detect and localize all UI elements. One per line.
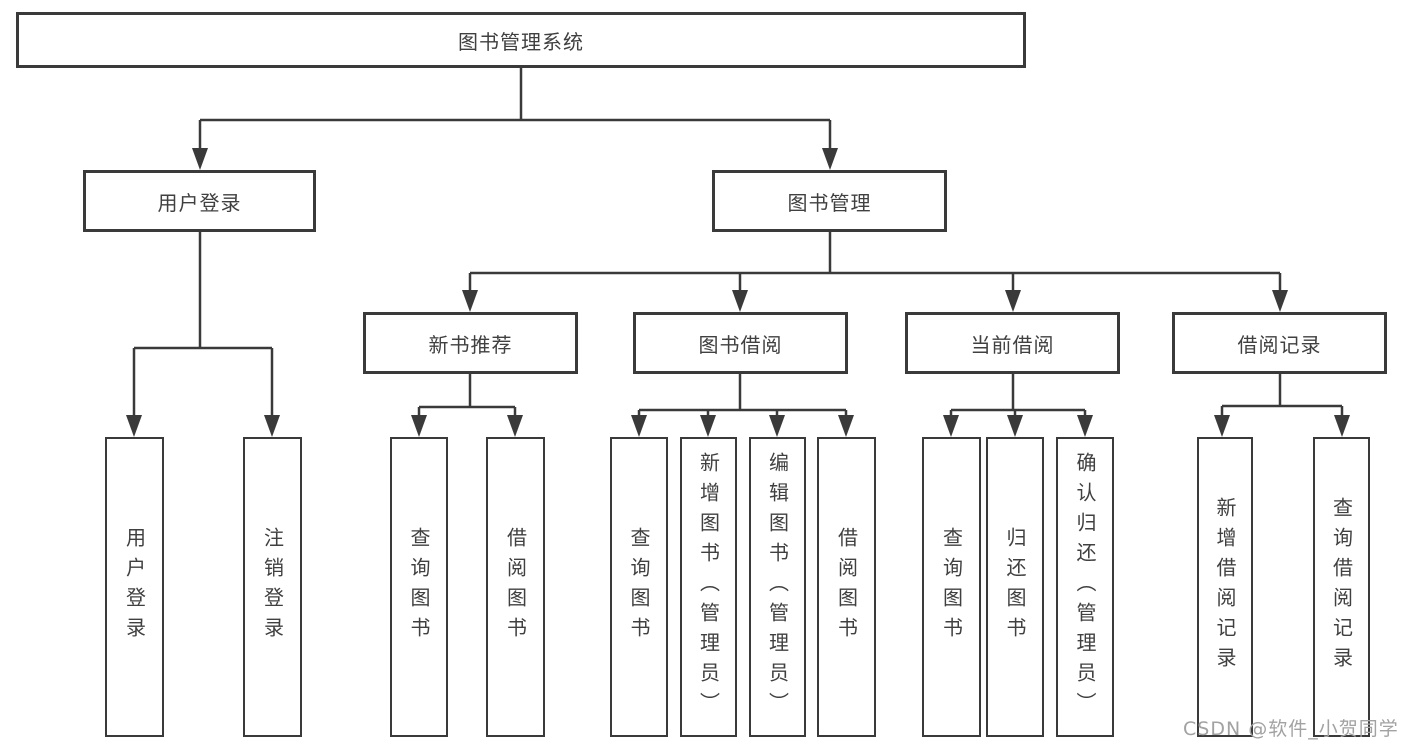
arrowhead — [126, 415, 142, 437]
node-borrowing-records: 借阅记录 — [1172, 312, 1387, 374]
node-label: 归还图书 — [1003, 527, 1027, 647]
csdn-watermark: CSDN @软件_小贺同学 — [1183, 718, 1399, 740]
arrowhead — [732, 290, 748, 312]
node-new-book-recommendation: 新书推荐 — [363, 312, 578, 374]
node-label: 图书管理 — [787, 190, 872, 215]
arrowhead — [1334, 415, 1350, 437]
leaf-query-books-borrowing: 查询图书 — [610, 437, 668, 737]
node-label: 图书借阅 — [698, 332, 783, 357]
arrowhead — [838, 415, 854, 437]
node-label: 当前借阅 — [970, 332, 1055, 357]
node-label: 查询借阅记录 — [1329, 497, 1354, 677]
edge-mgmt-to-level3 — [468, 232, 1282, 292]
leaf-borrow-books: 借阅图书 — [817, 437, 876, 737]
node-label: 注销登录 — [260, 527, 285, 647]
node-label: 查询图书 — [407, 527, 431, 647]
arrowhead — [1214, 415, 1230, 437]
node-book-borrowing: 图书借阅 — [633, 312, 848, 374]
arrowhead — [1272, 290, 1288, 312]
node-label: 借阅图书 — [834, 527, 859, 647]
node-label: 编辑图书（管理员） — [765, 452, 790, 722]
arrowhead — [507, 415, 523, 437]
node-library-management-system: 图书管理系统 — [16, 12, 1026, 68]
node-label: 确认归还（管理员） — [1073, 452, 1097, 722]
leaf-borrow-books-recommendation: 借阅图书 — [486, 437, 545, 737]
node-label: 用户登录 — [122, 527, 147, 647]
edge-rec-to-leaves — [417, 374, 517, 417]
arrowhead — [411, 415, 427, 437]
arrowhead — [769, 415, 785, 437]
edge-borrow-to-leaves — [637, 374, 848, 417]
leaf-query-books-recommendation: 查询图书 — [390, 437, 448, 737]
arrowhead — [943, 415, 959, 437]
edge-records-to-leaves — [1220, 374, 1344, 417]
leaf-confirm-return-admin: 确认归还（管理员） — [1056, 437, 1114, 737]
node-user-login: 用户登录 — [83, 170, 316, 232]
leaf-return-books: 归还图书 — [986, 437, 1044, 737]
node-label: 用户登录 — [157, 190, 242, 215]
leaf-edit-books-admin: 编辑图书（管理员） — [749, 437, 806, 737]
edge-login-to-leaves — [132, 232, 274, 417]
arrowhead — [462, 290, 478, 312]
node-label: 查询图书 — [627, 527, 651, 647]
arrowhead — [192, 148, 208, 170]
node-label: 借阅记录 — [1237, 332, 1322, 357]
arrowhead — [1005, 290, 1021, 312]
arrowhead — [1077, 415, 1093, 437]
node-book-management: 图书管理 — [712, 170, 947, 232]
leaf-add-books-admin: 新增图书（管理员） — [680, 437, 737, 737]
leaf-user-login: 用户登录 — [105, 437, 164, 737]
node-label: 图书管理系统 — [458, 29, 584, 54]
arrowhead — [700, 415, 716, 437]
edge-root-to-level2 — [198, 68, 832, 150]
edge-current-to-leaves — [949, 374, 1087, 417]
arrowhead — [264, 415, 280, 437]
node-label: 借阅图书 — [503, 527, 528, 647]
arrowhead — [631, 415, 647, 437]
leaf-query-borrow-record: 查询借阅记录 — [1313, 437, 1370, 737]
arrowheads — [126, 148, 1350, 437]
leaf-query-books-current: 查询图书 — [922, 437, 981, 737]
leaf-add-borrow-record: 新增借阅记录 — [1197, 437, 1253, 737]
node-label: 查询图书 — [939, 527, 964, 647]
node-current-borrowing: 当前借阅 — [905, 312, 1120, 374]
node-label: 新书推荐 — [428, 332, 513, 357]
node-label: 新增图书（管理员） — [696, 452, 721, 722]
arrowhead — [822, 148, 838, 170]
node-label: 新增借阅记录 — [1213, 497, 1237, 677]
leaf-logout: 注销登录 — [243, 437, 302, 737]
arrowhead — [1007, 415, 1023, 437]
